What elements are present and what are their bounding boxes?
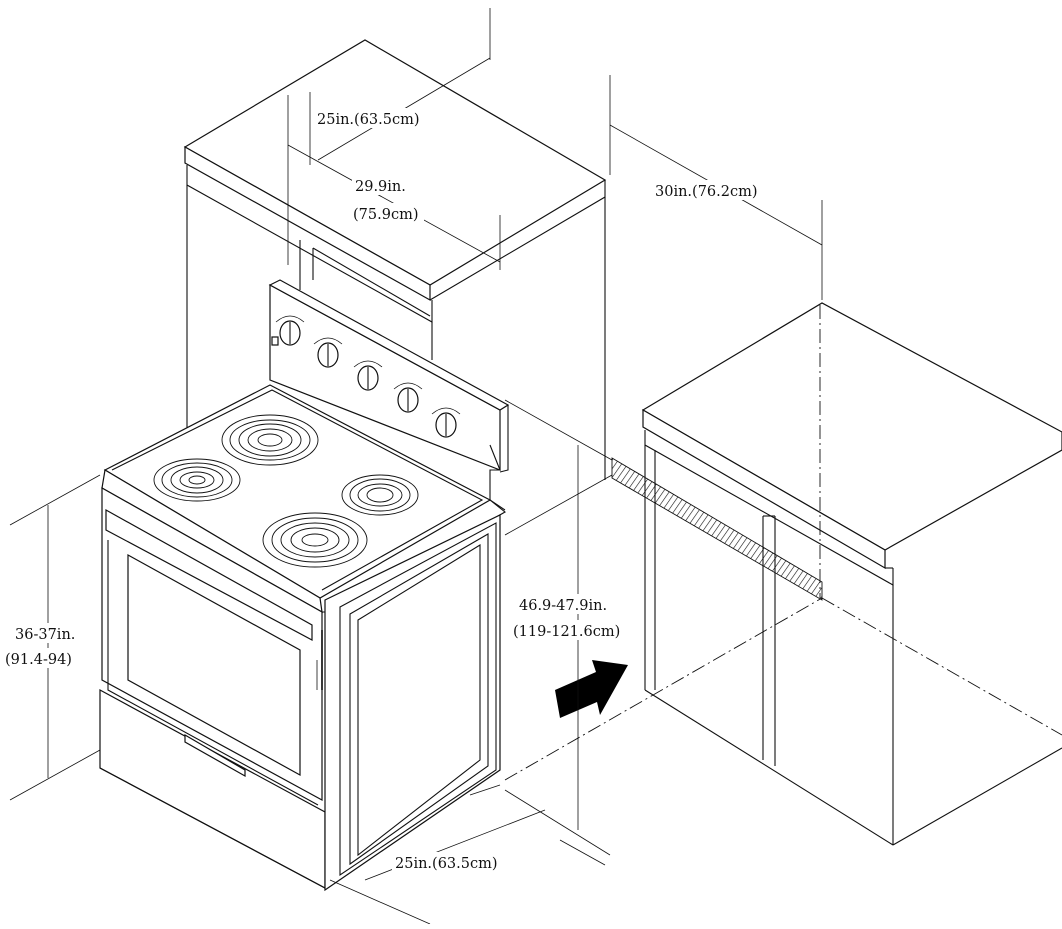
left-cabinet-top — [183, 39, 607, 286]
hatched-rear-strip — [611, 457, 823, 601]
bottom-depth-label: 25in.(63.5cm) — [395, 856, 498, 872]
knob-icon — [393, 382, 423, 413]
oven-depth-cm-label: (75.9cm) — [353, 207, 418, 223]
knob-icon — [431, 407, 461, 438]
right-cabinet — [641, 302, 1062, 846]
cutout-guide-lines — [504, 305, 1062, 781]
control-strip — [105, 508, 313, 642]
oven-window — [127, 553, 301, 777]
overall-height-cm-label: (119-121.6cm) — [513, 624, 620, 640]
knob-icon — [313, 337, 343, 368]
height-cm-label: (91.4-94) — [5, 652, 72, 668]
control-knobs — [271, 315, 461, 438]
arrow-icon — [555, 660, 628, 718]
overall-height-in-label: 46.9-47.9in. — [519, 598, 607, 614]
knob-icon — [271, 315, 305, 346]
drawer-handle — [184, 733, 246, 778]
range — [99, 279, 510, 892]
burner-icon — [341, 474, 419, 516]
height-in-label: 36-37in. — [15, 627, 75, 643]
dimension-labels: 25in.(63.5cm) 29.9in. (75.9cm) 30in.(76.… — [2, 108, 786, 872]
oven-depth-in-label: 29.9in. — [355, 179, 406, 195]
knob-icon — [353, 360, 383, 391]
burner-icon — [221, 414, 319, 466]
burners — [153, 414, 419, 568]
cutout-width-label: 30in.(76.2cm) — [655, 184, 758, 200]
top-depth-label: 25in.(63.5cm) — [317, 112, 420, 128]
burner-icon — [153, 458, 241, 502]
burner-icon — [262, 512, 368, 568]
